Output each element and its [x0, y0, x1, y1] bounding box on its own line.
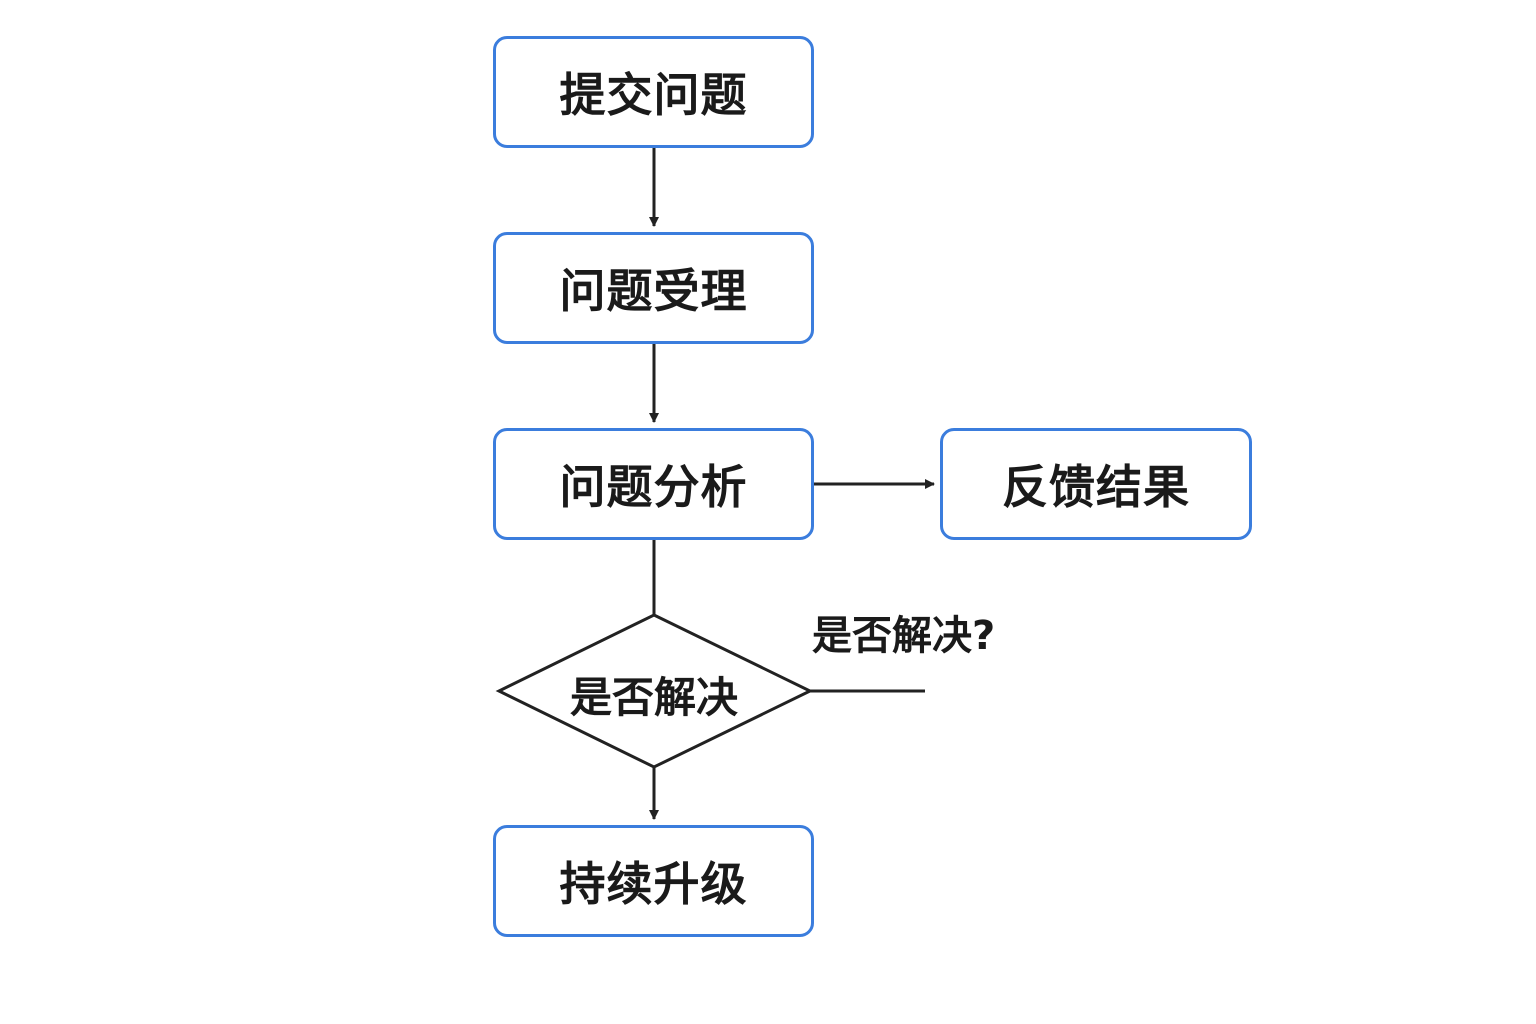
decision-side-label: 是否解决? [812, 613, 996, 659]
node-issue-accepted: 问题受理 [493, 232, 814, 344]
node-issue-analysis-label: 问题分析 [559, 460, 748, 514]
node-submit-issue-label: 提交问题 [559, 68, 748, 122]
node-continuous-escalation-label: 持续升级 [559, 857, 748, 911]
node-issue-accepted-label: 问题受理 [559, 264, 748, 318]
node-issue-analysis: 问题分析 [493, 428, 814, 540]
decision-label: 是否解决 [569, 672, 738, 722]
node-feedback-result-label: 反馈结果 [1002, 460, 1190, 514]
node-submit-issue: 提交问题 [493, 36, 814, 148]
node-continuous-escalation: 持续升级 [493, 825, 814, 937]
node-feedback-result: 反馈结果 [940, 428, 1252, 540]
